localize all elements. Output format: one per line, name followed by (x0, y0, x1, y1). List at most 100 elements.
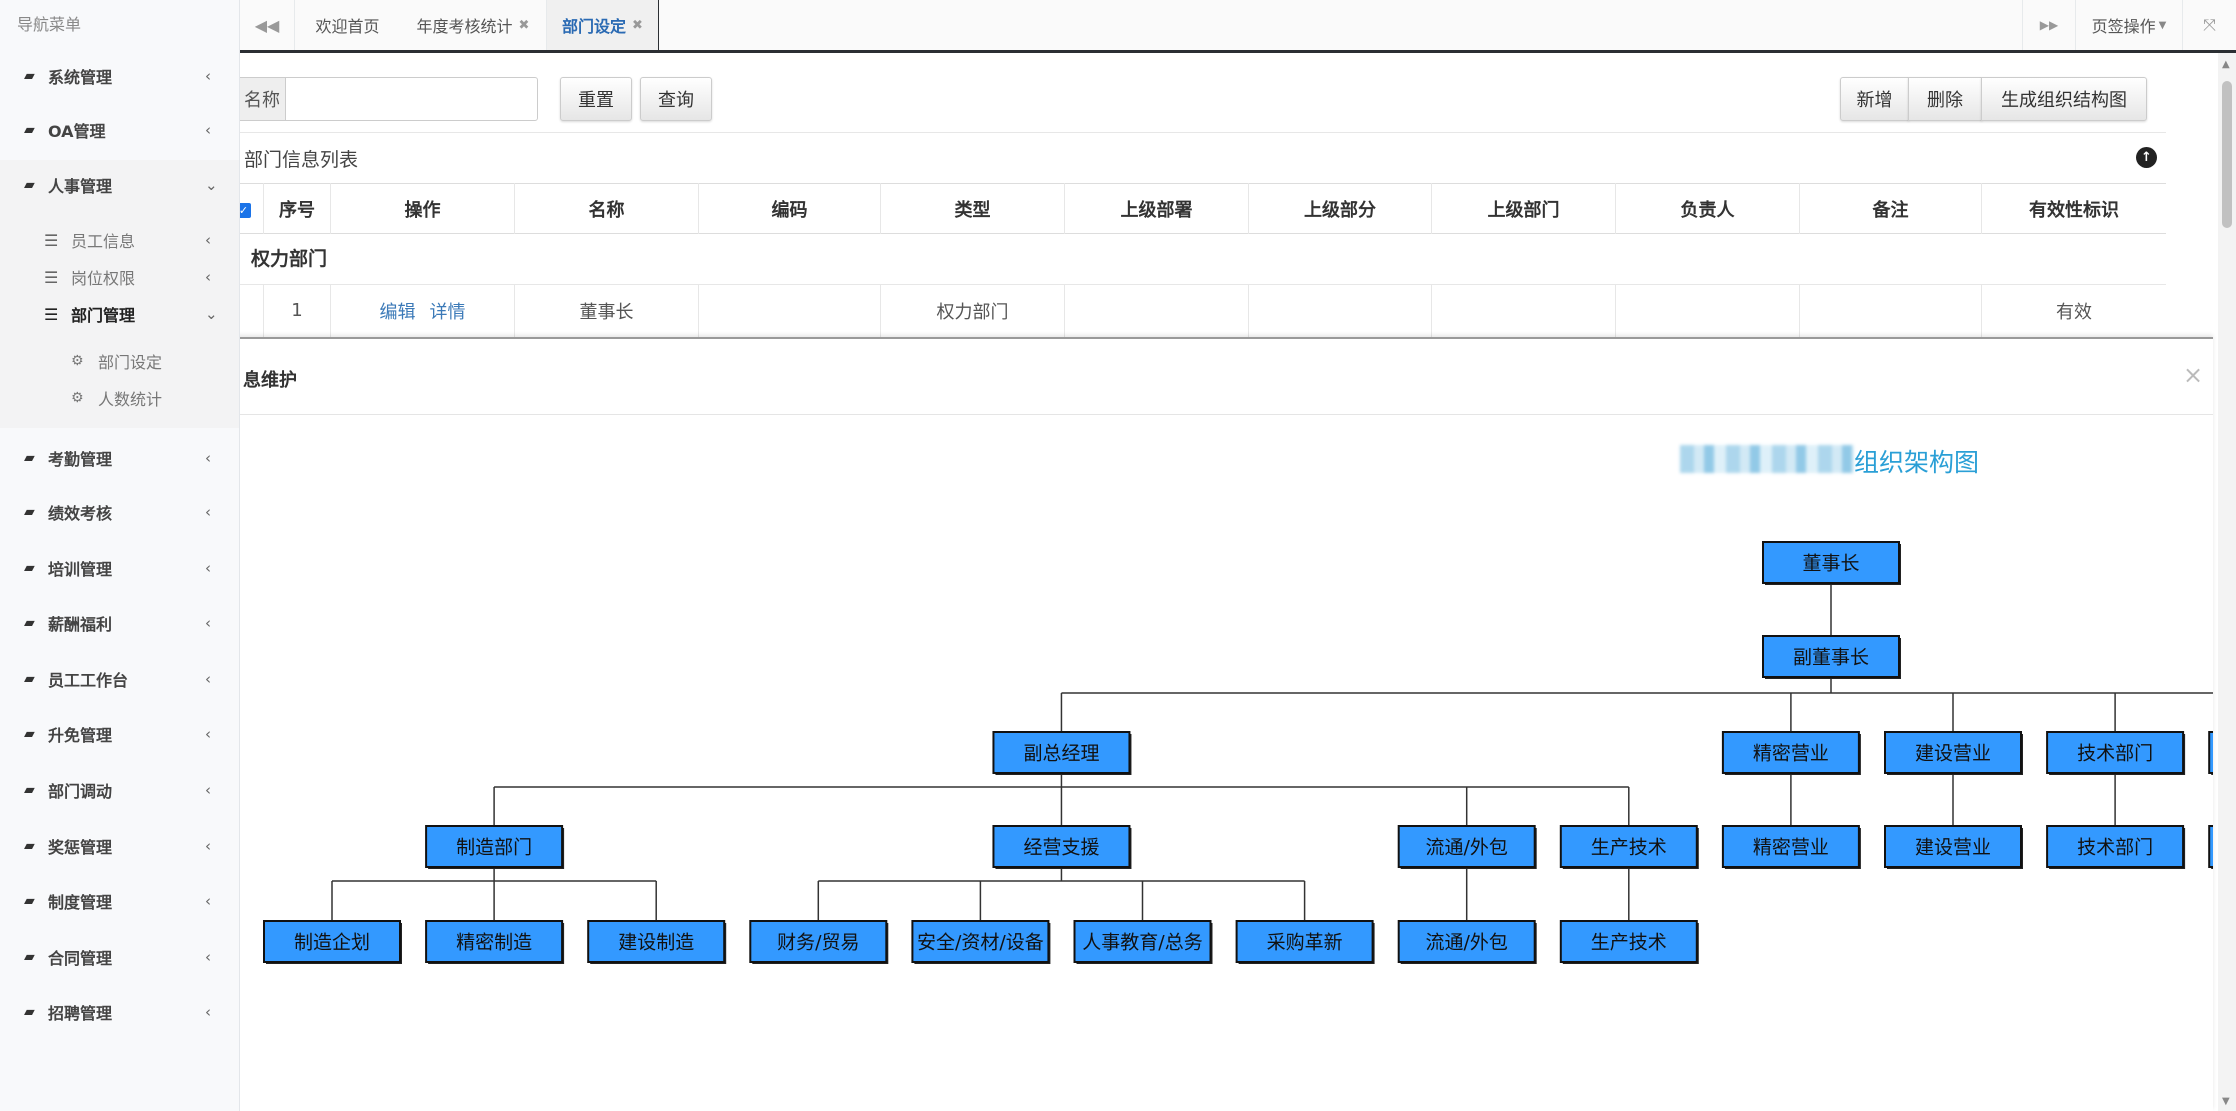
org-node-box (749, 920, 888, 963)
divider (200, 132, 2166, 133)
book-icon: ▰ (24, 504, 35, 520)
sidebar-item-rewards[interactable]: ▰奖惩管理‹ (0, 826, 239, 866)
sidebar-item-dept-settings[interactable]: ⚙部门设定 (0, 341, 239, 381)
sidebar-item-label: 合同管理 (48, 949, 113, 968)
group-row-label[interactable]: 权力部门 (251, 248, 328, 270)
sidebar-item-label: 薪酬福利 (48, 615, 113, 634)
row-checkbox[interactable] (200, 284, 264, 337)
book-icon: ▰ (24, 122, 35, 138)
cell-owner (1616, 284, 1800, 337)
org-node-label: 流通/外包 (1425, 837, 1507, 859)
scroll-tabs-right-button[interactable]: ▶▶ (2022, 0, 2075, 50)
sidebar-item-system[interactable]: ▰系统管理‹ (0, 56, 239, 96)
sidebar-item-performance[interactable]: ▰绩效考核‹ (0, 492, 239, 532)
cell-name: 董事长 (515, 284, 699, 337)
sidebar-item-label: 系统管理 (48, 68, 113, 87)
vertical-scrollbar[interactable]: ▲ ▼ (2218, 53, 2236, 1111)
scrollbar-thumb[interactable] (2222, 81, 2232, 228)
tab-welcome[interactable]: 欢迎首页 (294, 0, 400, 50)
org-chart-title: 组织架构图 (1854, 448, 1980, 477)
org-node-label: 技术部门 (2077, 743, 2153, 765)
sidebar-item-contract[interactable]: ▰合同管理‹ (0, 937, 239, 977)
col-header: 名称 (515, 183, 699, 234)
org-node-box (1721, 731, 1860, 774)
org-node-box (425, 920, 564, 963)
org-node-box (2046, 825, 2185, 868)
reset-button[interactable]: 重置 (560, 77, 632, 121)
org-node-box (1762, 541, 1900, 584)
sidebar-item-dept-mgmt[interactable]: ☰部门管理⌄ (0, 294, 239, 334)
chevron-left-icon: ‹ (205, 1003, 211, 1021)
book-icon: ▰ (24, 949, 35, 965)
sidebar-item-headcount[interactable]: ⚙人数统计 (0, 378, 239, 418)
sidebar-item-salary[interactable]: ▰薪酬福利‹ (0, 603, 239, 643)
close-tab-icon[interactable]: ✖ (632, 17, 643, 33)
cell-remark (1800, 284, 1982, 337)
org-node-label: 流通/外包 (1425, 932, 1507, 954)
sidebar-item-workbench[interactable]: ▰员工工作台‹ (0, 659, 239, 699)
close-tab-icon[interactable]: ✖ (518, 17, 530, 33)
org-node-label: 建设营业 (1915, 837, 1991, 859)
org-node-label: 采购革新 (1267, 932, 1343, 954)
dept-maintenance-modal: 息维护 × 组织架构图 (0, 337, 2213, 1111)
org-node-box (1235, 920, 1374, 963)
tab-label: 年度考核统计 (416, 17, 513, 36)
sidebar-item-transfer[interactable]: ▰ 部门调动 ‹ (0, 770, 239, 810)
detail-link[interactable]: 详情 (429, 301, 466, 323)
org-node-label: 精密营业 (1753, 743, 1829, 765)
sidebar-item-recruit[interactable]: ▰招聘管理‹ (0, 992, 239, 1032)
sidebar-item-label: 部门调动 (48, 782, 113, 801)
col-header: 类型 (881, 183, 1065, 234)
collapse-up-icon[interactable]: ↑ (2136, 147, 2157, 168)
chevron-left-icon: ‹ (205, 781, 211, 799)
book-icon: ▰ (24, 782, 35, 798)
org-node-box (1762, 635, 1900, 678)
org-node-label: 精密营业 (1753, 837, 1829, 859)
sidebar-item-label: 制度管理 (48, 893, 113, 912)
tab-label: 欢迎首页 (315, 17, 380, 36)
sidebar-item-employee-info[interactable]: ☰员工信息‹ (0, 220, 239, 260)
cell-actions: 编辑详情 (331, 284, 515, 337)
sidebar-item-hr[interactable]: ▰人事管理⌄ (0, 165, 239, 205)
sidebar-item-label: 绩效考核 (48, 504, 113, 523)
scroll-tabs-left-button[interactable]: ◀◀ (240, 0, 294, 50)
sidebar-item-training[interactable]: ▰培训管理‹ (0, 548, 239, 588)
redacted-company-name (1680, 445, 1854, 473)
org-node-box (1397, 825, 1536, 868)
col-header: 序号 (264, 183, 331, 234)
chevron-left-icon: ‹ (205, 614, 211, 632)
chevron-left-icon: ‹ (205, 268, 211, 286)
org-node-box (1884, 731, 2022, 774)
checkbox-col-header (200, 183, 264, 234)
edit-link[interactable]: 编辑 (379, 301, 416, 323)
org-node-label: 副总经理 (1023, 743, 1099, 765)
scroll-up-arrow-icon[interactable]: ▲ (2222, 59, 2230, 70)
sidebar-item-oa[interactable]: ▰OA管理‹ (0, 110, 239, 150)
org-node-label: 建设营业 (1915, 743, 1991, 765)
sidebar-item-promotion[interactable]: ▰升免管理‹ (0, 714, 239, 754)
sidebar-item-policy[interactable]: ▰制度管理‹ (0, 881, 239, 921)
tab-annual-review[interactable]: 年度考核统计 ✖ (400, 0, 546, 50)
org-node-box (1559, 825, 1698, 868)
tab-bar: ◀◀ 欢迎首页 年度考核统计 ✖ 部门设定 ✖ ▶▶ 页签操作▼ ⤧ (240, 0, 2236, 53)
fullscreen-button[interactable]: ⤧ (2182, 0, 2236, 50)
org-node-box (911, 920, 1050, 963)
book-icon: ▰ (24, 671, 35, 687)
org-node-box (1559, 920, 1698, 963)
book-icon: ▰ (24, 726, 35, 742)
tab-dept-settings[interactable]: 部门设定 ✖ (546, 0, 659, 50)
sidebar-item-position-perms[interactable]: ☰岗位权限‹ (0, 257, 239, 297)
query-button[interactable]: 查询 (640, 77, 712, 121)
add-button[interactable]: 新增 (1840, 77, 1909, 121)
generate-org-chart-button[interactable]: 生成组织结构图 (1981, 77, 2147, 121)
tab-operations-dropdown[interactable]: 页签操作▼ (2075, 0, 2182, 50)
book-icon: ▰ (24, 450, 35, 466)
org-node-label: 人事教育/总务 (1082, 932, 1202, 954)
scroll-down-arrow-icon[interactable]: ▼ (2222, 1096, 2230, 1107)
sidebar-item-label: 部门管理 (71, 306, 136, 325)
tab-label: 部门设定 (562, 17, 627, 36)
sidebar-nav: 导航菜单 ▰系统管理‹ ▰OA管理‹ ▰人事管理⌄ ☰员工信息‹ ☰岗位权限‹ … (0, 0, 240, 1111)
name-search-input[interactable] (285, 77, 538, 121)
modal-close-button[interactable]: × (2183, 361, 2204, 389)
sidebar-item-attendance[interactable]: ▰考勤管理‹ (0, 438, 239, 478)
